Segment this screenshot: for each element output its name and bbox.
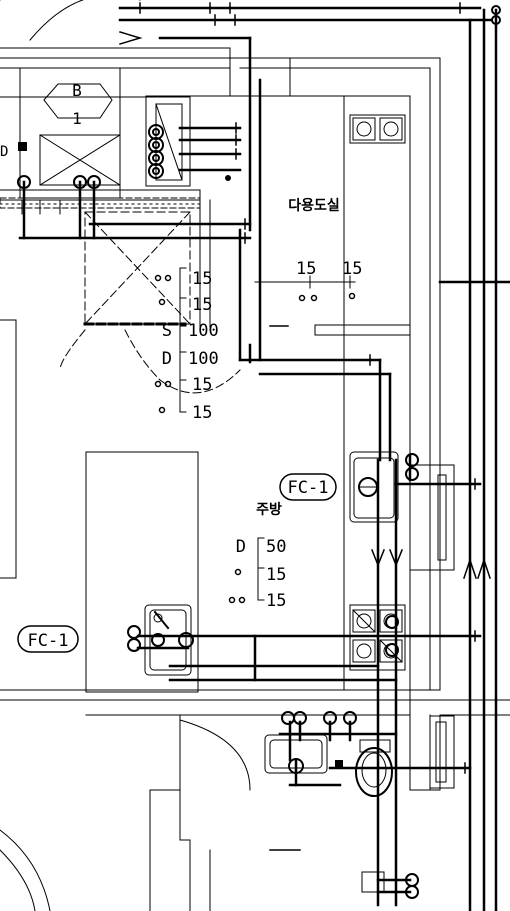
svg-text:50: 50	[266, 537, 286, 557]
svg-text:15: 15	[266, 591, 286, 611]
equipment-tag-bottom: 1	[72, 109, 82, 128]
svg-text:FC-1: FC-1	[28, 631, 69, 651]
svg-text:15: 15	[296, 259, 316, 279]
tick-marks	[139, 2, 476, 774]
pipe-sizes-utility: 15 15	[296, 259, 362, 279]
fc-tag-right: FC-1	[279, 473, 337, 501]
svg-text:100: 100	[188, 349, 219, 369]
svg-text:FC-1: FC-1	[288, 478, 329, 498]
bathroom-fixtures	[264, 734, 393, 893]
svg-text:D: D	[236, 537, 246, 557]
equipment-tag-top: B	[72, 81, 82, 100]
drain-tag: D	[0, 144, 8, 160]
pipe-runs	[18, 6, 510, 911]
svg-text:15: 15	[192, 375, 212, 395]
svg-text:S: S	[162, 321, 172, 341]
room-label-kitchen: 주방	[256, 501, 282, 518]
small-markers	[18, 142, 343, 768]
fittings	[17, 5, 501, 899]
svg-text:100: 100	[188, 321, 219, 341]
svg-text:15: 15	[192, 403, 212, 423]
svg-text:15: 15	[192, 295, 212, 315]
room-label-utility: 다용도실	[288, 198, 340, 214]
svg-text:15: 15	[342, 259, 362, 279]
svg-text:D: D	[162, 349, 172, 369]
vent-hood	[83, 211, 191, 326]
sink-island	[144, 604, 192, 676]
leaders	[179, 267, 356, 601]
fc-tag-left: FC-1	[17, 625, 79, 653]
svg-text:15: 15	[266, 565, 286, 585]
flow-arrows	[119, 31, 491, 851]
sink-right	[349, 451, 399, 523]
pipe-sizes-center: S D 15 15 100 100 15 15	[162, 269, 219, 423]
pipe-sizes-kitchen: D 50 15 15	[236, 537, 287, 611]
equipment-top	[19, 67, 191, 199]
svg-text:15: 15	[192, 269, 212, 289]
outlet-symbols	[154, 274, 356, 604]
door-swings	[0, 0, 251, 911]
cooktop-utility	[349, 114, 406, 144]
